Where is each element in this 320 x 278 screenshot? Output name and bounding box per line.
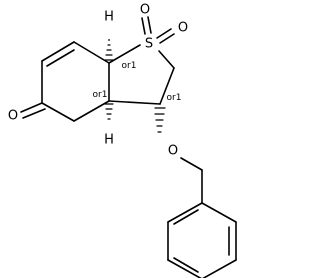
ketone-group: O — [8, 102, 46, 124]
bond-c7a-c7 — [73, 41, 110, 64]
bond-c3-c3a — [108, 100, 161, 105]
bond-o-ch2 — [180, 157, 203, 171]
stereo-label-c7a: or1 — [122, 61, 137, 71]
hashed-bond-c3-o — [154, 107, 166, 133]
hashed-bond-c3a-h — [104, 103, 114, 120]
bond-c2-c3 — [159, 67, 175, 105]
ketone-oxygen-label: O — [8, 109, 18, 124]
hydrogen-middle-label: H — [104, 133, 114, 148]
bond-c7-c6-double — [46, 49, 75, 67]
ether-oxygen-label: O — [168, 144, 178, 159]
sulfur-label: S — [145, 37, 153, 52]
stereo-label-c3: or1 — [167, 93, 182, 103]
bond-c7-c6 — [41, 41, 75, 62]
sulfolane-ring — [108, 44, 175, 105]
bond-c5-c4 — [41, 102, 75, 122]
bond-c4-c3a — [73, 100, 110, 122]
bond-c5-o — [20, 102, 43, 113]
bond-c7a-s — [108, 44, 141, 64]
sulfone-oxygen-1-label: O — [140, 3, 150, 18]
cyclohexenone-ring — [41, 41, 110, 122]
bond-s-o1 — [141, 17, 146, 35]
hashed-bond-c7a-h — [104, 39, 114, 61]
bond-s-c2 — [158, 50, 175, 69]
sulfone-group: S O O — [140, 3, 188, 52]
chemical-structure: O S O O H H O — [8, 3, 237, 278]
bond-s-o1-double — [147, 16, 152, 34]
phenyl-ring — [167, 202, 237, 278]
bond-s-o2-double — [159, 33, 175, 44]
bond-c5-o-double — [22, 108, 46, 119]
hydrogen-top-label: H — [104, 10, 114, 25]
sulfone-oxygen-2-label: O — [178, 21, 188, 36]
bond-s-o2 — [156, 28, 172, 39]
stereo-label-c3a: or1 — [93, 90, 108, 100]
